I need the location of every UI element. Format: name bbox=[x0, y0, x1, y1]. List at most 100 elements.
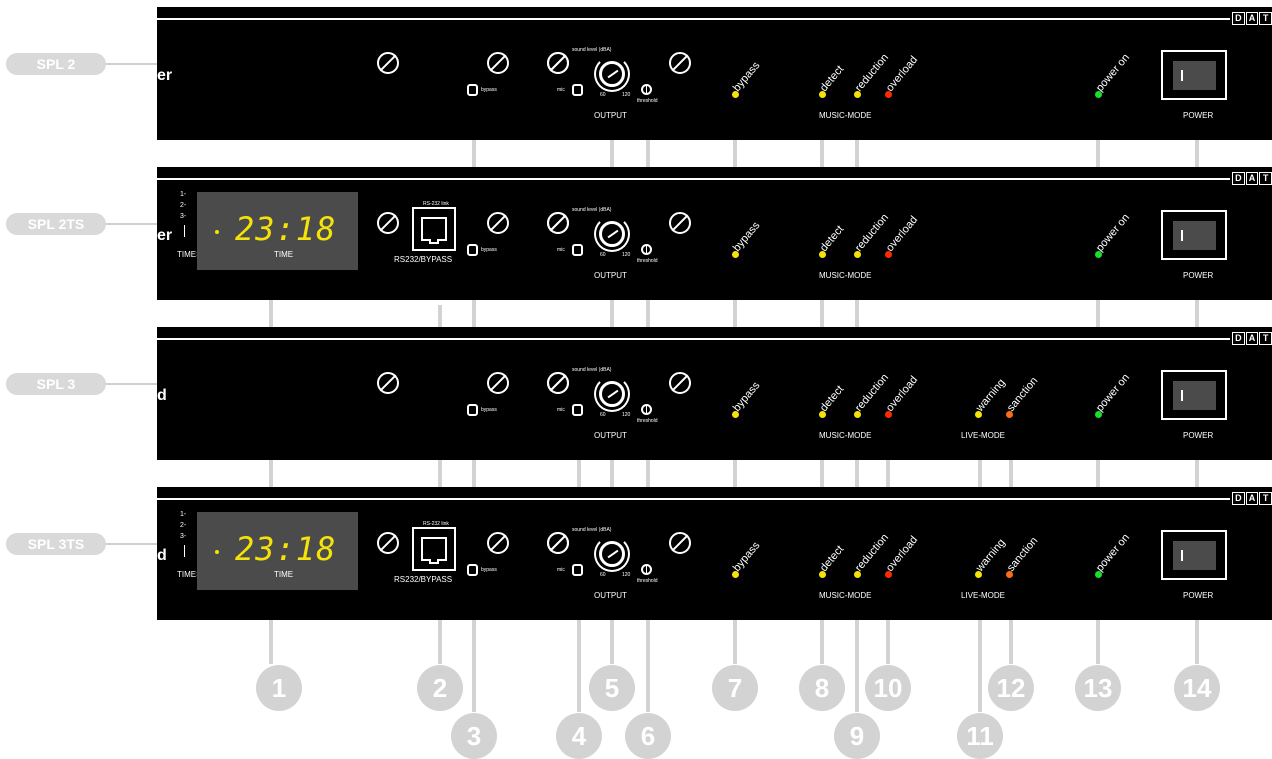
timeslot-bracket bbox=[184, 545, 185, 557]
power-switch[interactable] bbox=[1161, 50, 1227, 100]
knob-min-label: 60 bbox=[600, 412, 606, 418]
sound-level-label: sound level (dBA) bbox=[572, 367, 612, 373]
bypass-push-button[interactable] bbox=[467, 564, 478, 576]
bypass-small-label: bypass bbox=[481, 87, 497, 93]
threshold-trimmer[interactable] bbox=[641, 84, 652, 95]
music-mode-label: MUSIC-MODE bbox=[819, 271, 872, 280]
bypass-small-label: bypass bbox=[481, 567, 497, 573]
output-label: OUTPUT bbox=[594, 431, 627, 440]
panel-edge-text: er bbox=[157, 67, 173, 84]
power-switch-rocker bbox=[1173, 221, 1216, 250]
sound-level-label: sound level (dBA) bbox=[572, 527, 612, 533]
knob-max-label: 120 bbox=[622, 412, 631, 418]
mounting-screw-icon bbox=[547, 532, 569, 554]
music-mode-label: MUSIC-MODE bbox=[819, 591, 872, 600]
mounting-screw-icon bbox=[377, 532, 399, 554]
callout-number: 14 bbox=[1174, 665, 1220, 711]
threshold-trimmer[interactable] bbox=[641, 404, 652, 415]
sound-level-knob[interactable] bbox=[599, 61, 625, 87]
mounting-screw-icon bbox=[547, 212, 569, 234]
bypass-led-label: bypass bbox=[730, 219, 763, 254]
brand-letter: T bbox=[1259, 492, 1272, 505]
timeslot-list: 1-2-3- bbox=[180, 509, 186, 542]
callout-number: 11 bbox=[957, 713, 1003, 759]
rs232-port[interactable] bbox=[412, 207, 456, 251]
panel-top-line bbox=[157, 498, 1230, 500]
mic-label: mic bbox=[557, 407, 565, 413]
power-switch[interactable] bbox=[1161, 530, 1227, 580]
mic-push-button[interactable] bbox=[572, 564, 583, 576]
mic-push-button[interactable] bbox=[572, 84, 583, 96]
callout-number: 2 bbox=[417, 665, 463, 711]
reduction-led bbox=[854, 411, 861, 418]
knob-min-label: 60 bbox=[600, 92, 606, 98]
sound-level-knob[interactable] bbox=[599, 541, 625, 567]
brand-letter: A bbox=[1245, 12, 1259, 25]
threshold-label: threshold bbox=[637, 578, 658, 584]
rj45-socket-icon bbox=[421, 217, 447, 244]
power-switch[interactable] bbox=[1161, 210, 1227, 260]
callout-number: 12 bbox=[988, 665, 1034, 711]
bypass-led bbox=[732, 251, 739, 258]
timeslot-item: 3- bbox=[180, 213, 187, 220]
live-mode-label: LIVE-MODE bbox=[961, 591, 1006, 600]
mounting-screw-icon bbox=[487, 52, 509, 74]
callout-number: 5 bbox=[589, 665, 635, 711]
rs232-port[interactable] bbox=[412, 527, 456, 571]
timeslot-item: 2- bbox=[180, 202, 187, 209]
bypass-small-label: bypass bbox=[481, 247, 497, 253]
mounting-screw-icon bbox=[377, 372, 399, 394]
knob-scale-arc bbox=[594, 216, 630, 252]
reduction-led bbox=[854, 571, 861, 578]
timeslot-bracket bbox=[184, 225, 185, 237]
time-digits: 23:18 bbox=[235, 530, 337, 568]
bypass-push-button[interactable] bbox=[467, 244, 478, 256]
power-on-led-label: power on bbox=[1093, 51, 1133, 94]
mounting-screw-icon bbox=[669, 212, 691, 234]
live-mode-label: LIVE-MODE bbox=[961, 431, 1006, 440]
timeslot-item: 1- bbox=[180, 191, 187, 198]
device-tag: SPL 3 bbox=[6, 373, 106, 395]
sound-level-knob[interactable] bbox=[599, 221, 625, 247]
callout-leader-line bbox=[269, 270, 273, 664]
mic-push-button[interactable] bbox=[572, 244, 583, 256]
device-tag: SPL 2TS bbox=[6, 213, 106, 235]
power-on-led-label: power on bbox=[1093, 531, 1133, 574]
threshold-trimmer[interactable] bbox=[641, 244, 652, 255]
rs232-label: RS232/BYPASS bbox=[394, 575, 453, 584]
rs232-link-label: RS-232 link bbox=[423, 201, 449, 207]
time-label: TIME bbox=[274, 250, 294, 259]
callout-number: 7 bbox=[712, 665, 758, 711]
callout-number: 4 bbox=[556, 713, 602, 759]
display-dot bbox=[215, 550, 219, 554]
sound-level-knob[interactable] bbox=[599, 381, 625, 407]
bypass-push-button[interactable] bbox=[467, 84, 478, 96]
detect-led bbox=[819, 251, 826, 258]
bypass-led-label: bypass bbox=[730, 539, 763, 574]
callout-number: 13 bbox=[1075, 665, 1121, 711]
mounting-screw-icon bbox=[487, 372, 509, 394]
device-tag: SPL 3TS bbox=[6, 533, 106, 555]
knob-max-label: 120 bbox=[622, 252, 631, 258]
callout-leader-line bbox=[438, 305, 442, 664]
knob-scale-arc bbox=[594, 56, 630, 92]
knob-scale-arc bbox=[594, 376, 630, 412]
mic-push-button[interactable] bbox=[572, 404, 583, 416]
callout-number: 6 bbox=[625, 713, 671, 759]
mic-label: mic bbox=[557, 247, 565, 253]
sanction-led bbox=[1006, 571, 1013, 578]
bypass-small-label: bypass bbox=[481, 407, 497, 413]
brand-letter: D bbox=[1232, 12, 1245, 25]
threshold-trimmer[interactable] bbox=[641, 564, 652, 575]
mounting-screw-icon bbox=[377, 52, 399, 74]
brand-letter: D bbox=[1232, 492, 1245, 505]
power-switch[interactable] bbox=[1161, 370, 1227, 420]
knob-min-label: 60 bbox=[600, 252, 606, 258]
sound-level-label: sound level (dBA) bbox=[572, 207, 612, 213]
bypass-push-button[interactable] bbox=[467, 404, 478, 416]
callout-number: 10 bbox=[865, 665, 911, 711]
music-mode-label: MUSIC-MODE bbox=[819, 111, 872, 120]
brand-letter: D bbox=[1232, 332, 1245, 345]
